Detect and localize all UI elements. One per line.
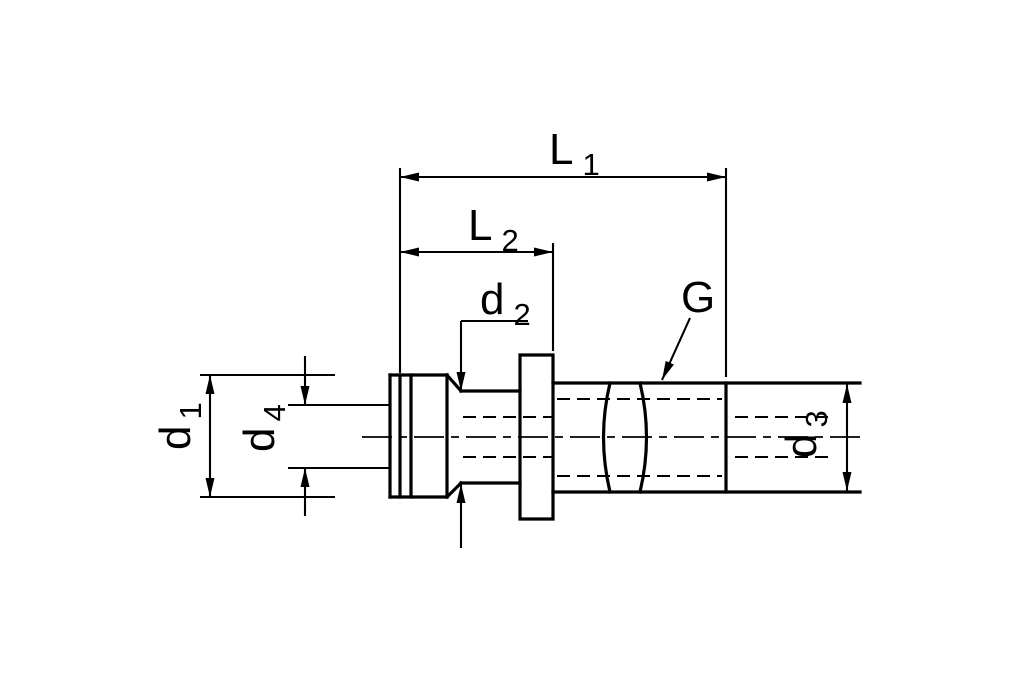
label-d3: d3 <box>777 410 834 458</box>
label-g: G <box>681 273 715 322</box>
thread-callout-g: G <box>661 273 715 381</box>
label-d1: d1 <box>151 402 208 450</box>
dimension-d4: d4 <box>235 356 390 516</box>
label-d4: d4 <box>235 404 292 452</box>
dimension-d1: d1 <box>151 373 335 499</box>
flange-outline <box>518 353 555 521</box>
taper-bottom <box>444 480 464 500</box>
hidden-lines <box>463 398 828 477</box>
undercut-arc-right <box>638 381 649 494</box>
part-view <box>388 353 862 521</box>
undercut-arc-left <box>601 381 612 494</box>
dimension-d3: d3 <box>777 384 852 491</box>
taper-top <box>444 372 464 394</box>
g-leader-line <box>661 317 691 381</box>
